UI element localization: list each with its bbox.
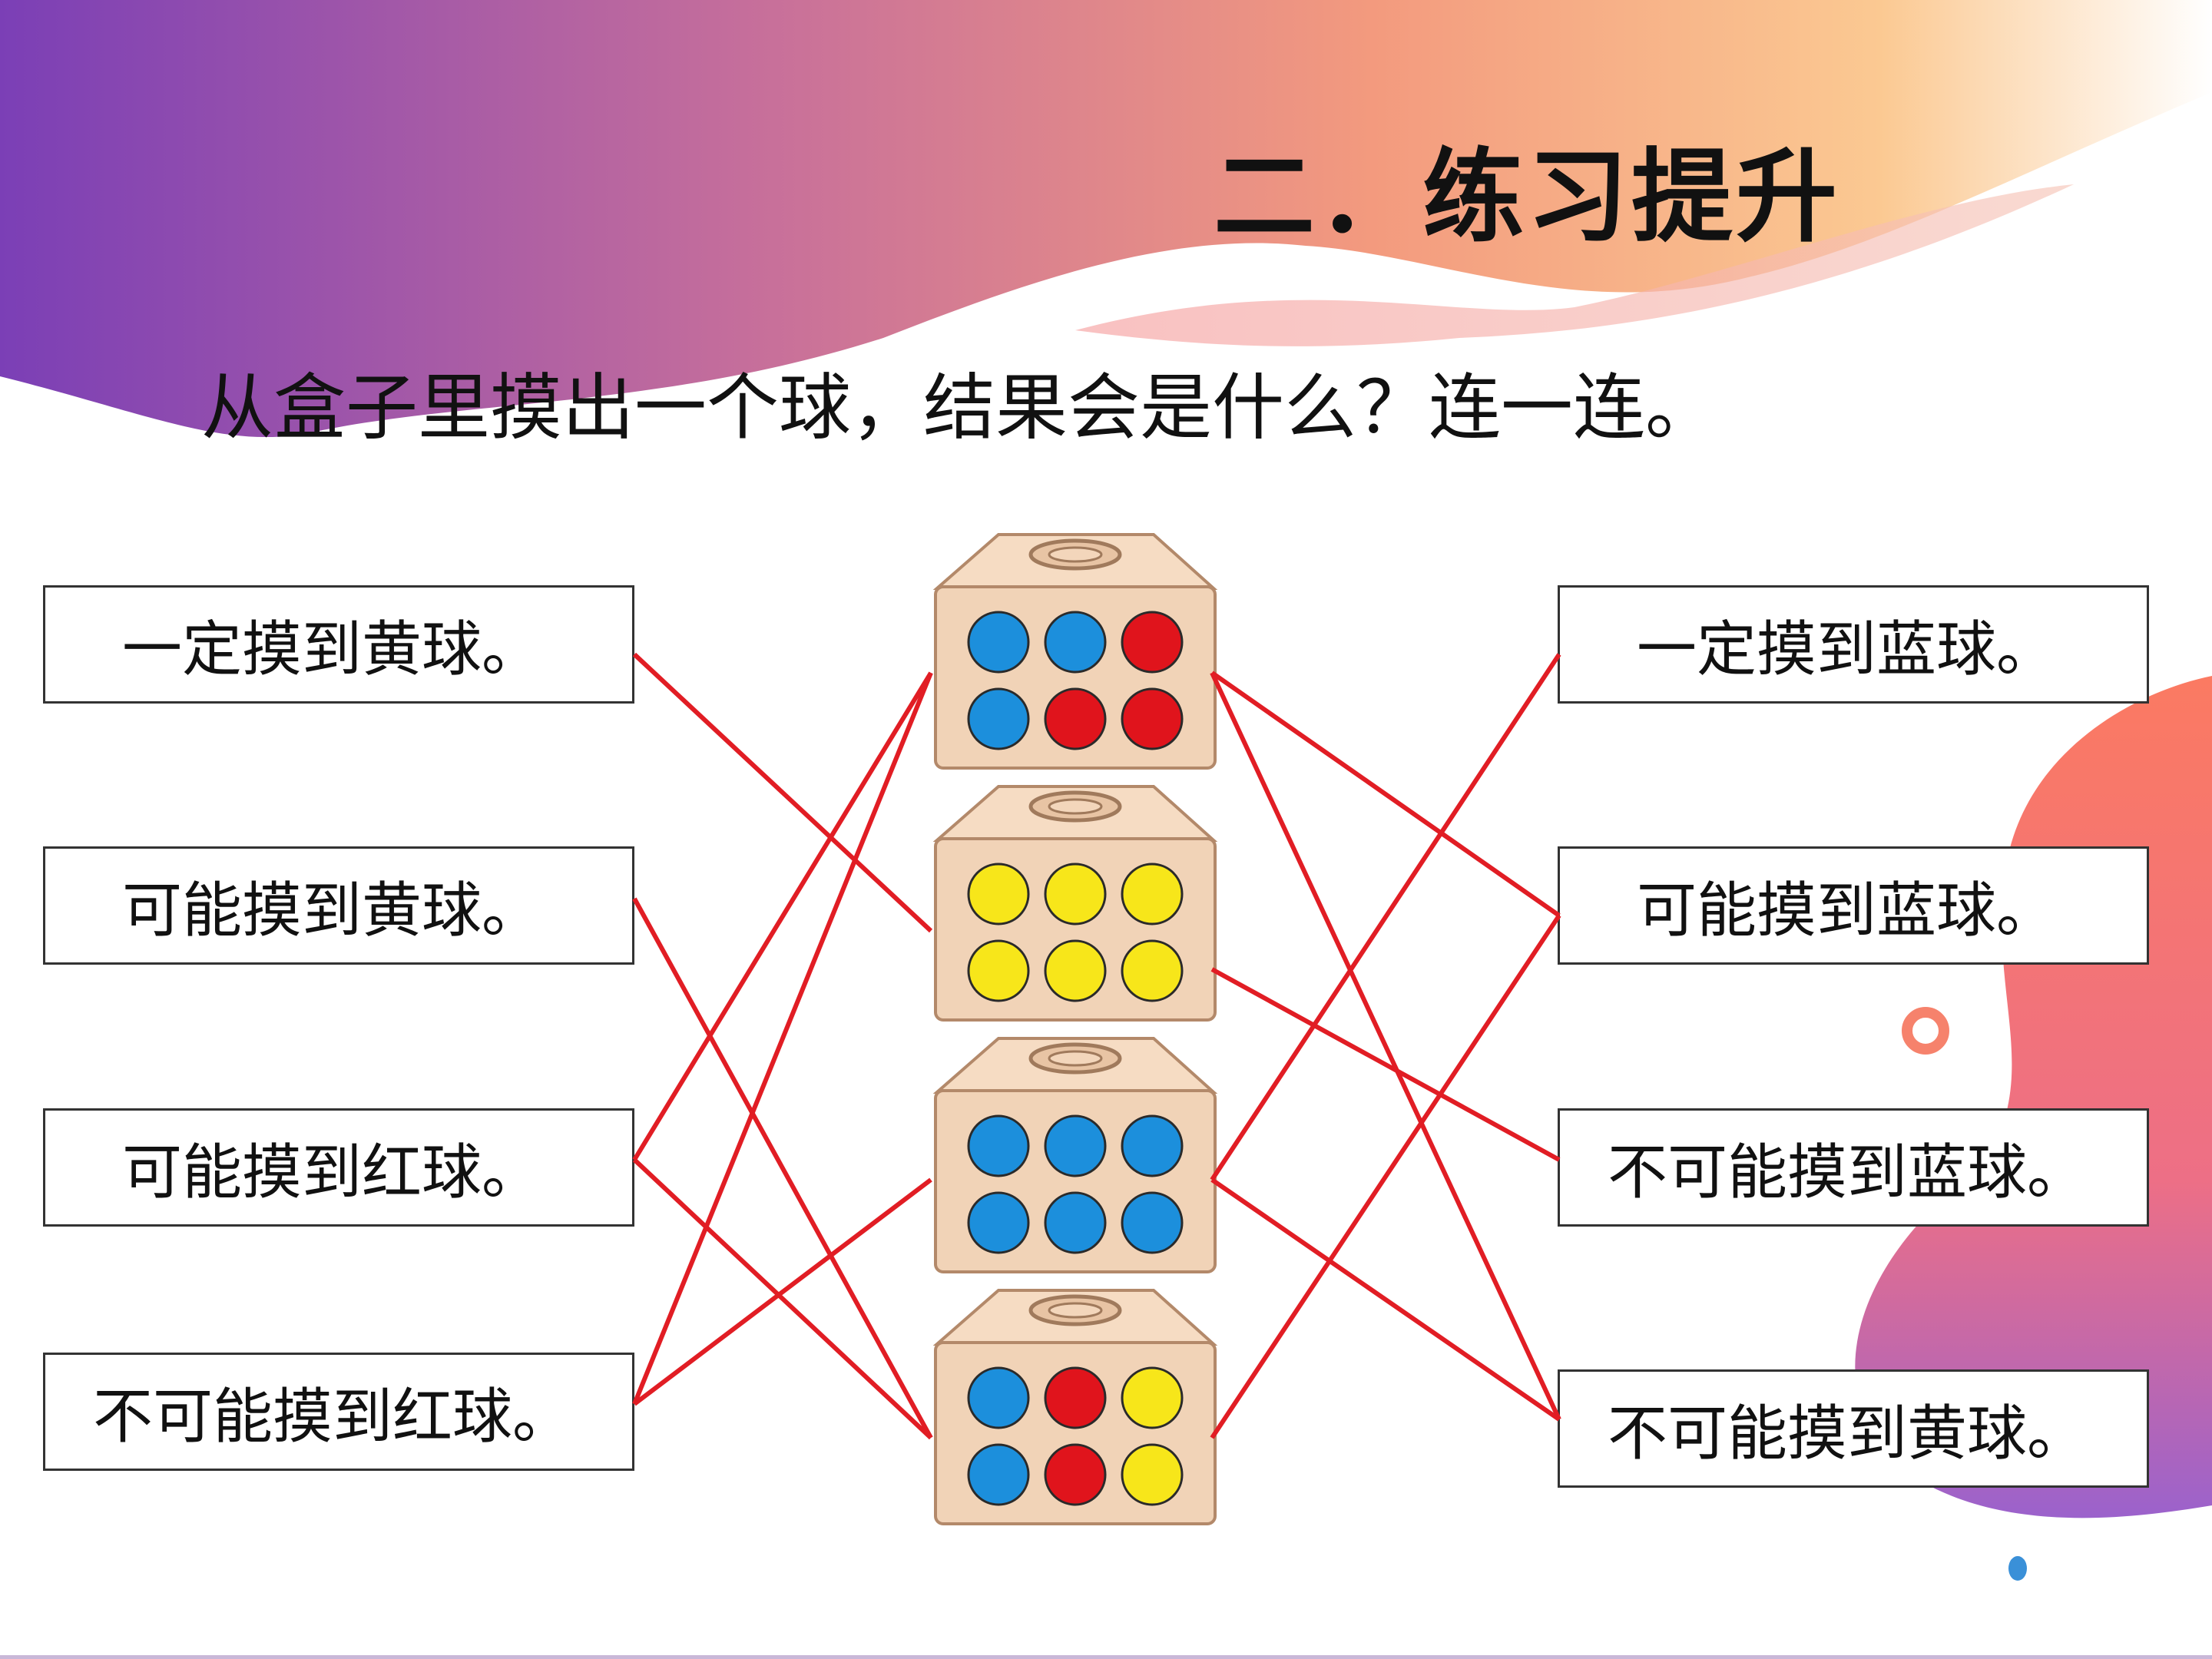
ball-blue: [967, 1443, 1030, 1506]
ball-blue: [967, 1191, 1030, 1254]
ball-yellow: [1121, 1366, 1184, 1429]
left-label-3[interactable]: 不可能摸到红球。: [43, 1353, 634, 1471]
right-label-text: 可能摸到蓝球。: [1637, 876, 2057, 945]
right-label-2[interactable]: 不可能摸到蓝球。: [1558, 1108, 2149, 1227]
right-label-text: 不可能摸到黄球。: [1608, 1399, 2088, 1469]
ball-red: [1044, 1366, 1107, 1429]
ball-yellow: [967, 939, 1030, 1002]
right-label-text: 一定摸到蓝球。: [1637, 615, 2057, 684]
left-label-text: 可能摸到黄球。: [122, 876, 542, 945]
ball-blue: [967, 687, 1030, 750]
ball-blue: [967, 1366, 1030, 1429]
ball-box-0[interactable]: [929, 528, 1221, 774]
ball-blue: [967, 611, 1030, 674]
ball-yellow: [1121, 939, 1184, 1002]
right-label-text: 不可能摸到蓝球。: [1608, 1138, 2088, 1207]
ball-box-3[interactable]: [929, 1284, 1221, 1530]
ball-blue: [1044, 1191, 1107, 1254]
ball-blue: [1044, 1114, 1107, 1177]
ball-blue: [1121, 1114, 1184, 1177]
ball-yellow: [1044, 863, 1107, 926]
page-title: 二．练习提升: [1214, 138, 1840, 257]
left-label-text: 一定摸到黄球。: [122, 615, 542, 684]
ball-blue: [967, 1114, 1030, 1177]
ball-yellow: [1044, 939, 1107, 1002]
box-opening-inner: [1048, 1302, 1103, 1319]
right-label-0[interactable]: 一定摸到蓝球。: [1558, 585, 2149, 704]
ball-red: [1044, 687, 1107, 750]
right-label-3[interactable]: 不可能摸到黄球。: [1558, 1369, 2149, 1488]
box-opening-inner: [1048, 798, 1103, 815]
right-label-1[interactable]: 可能摸到蓝球。: [1558, 846, 2149, 965]
ball-red: [1044, 1443, 1107, 1506]
ball-red: [1121, 611, 1184, 674]
ball-blue: [1121, 1191, 1184, 1254]
left-label-text: 可能摸到红球。: [122, 1138, 542, 1207]
ball-yellow: [1121, 1443, 1184, 1506]
box-opening-inner: [1048, 1050, 1103, 1067]
left-label-1[interactable]: 可能摸到黄球。: [43, 846, 634, 965]
box-opening-inner: [1048, 546, 1103, 563]
left-label-0[interactable]: 一定摸到黄球。: [43, 585, 634, 704]
ball-red: [1121, 687, 1184, 750]
ball-box-2[interactable]: [929, 1032, 1221, 1278]
left-label-text: 不可能摸到红球。: [93, 1382, 573, 1452]
ball-yellow: [967, 863, 1030, 926]
ball-yellow: [1121, 863, 1184, 926]
ball-blue: [1044, 611, 1107, 674]
left-label-2[interactable]: 可能摸到红球。: [43, 1108, 634, 1227]
instruction-text: 从盒子里摸出一个球，结果会是什么？连一连。: [201, 366, 1718, 450]
ball-box-1[interactable]: [929, 780, 1221, 1026]
